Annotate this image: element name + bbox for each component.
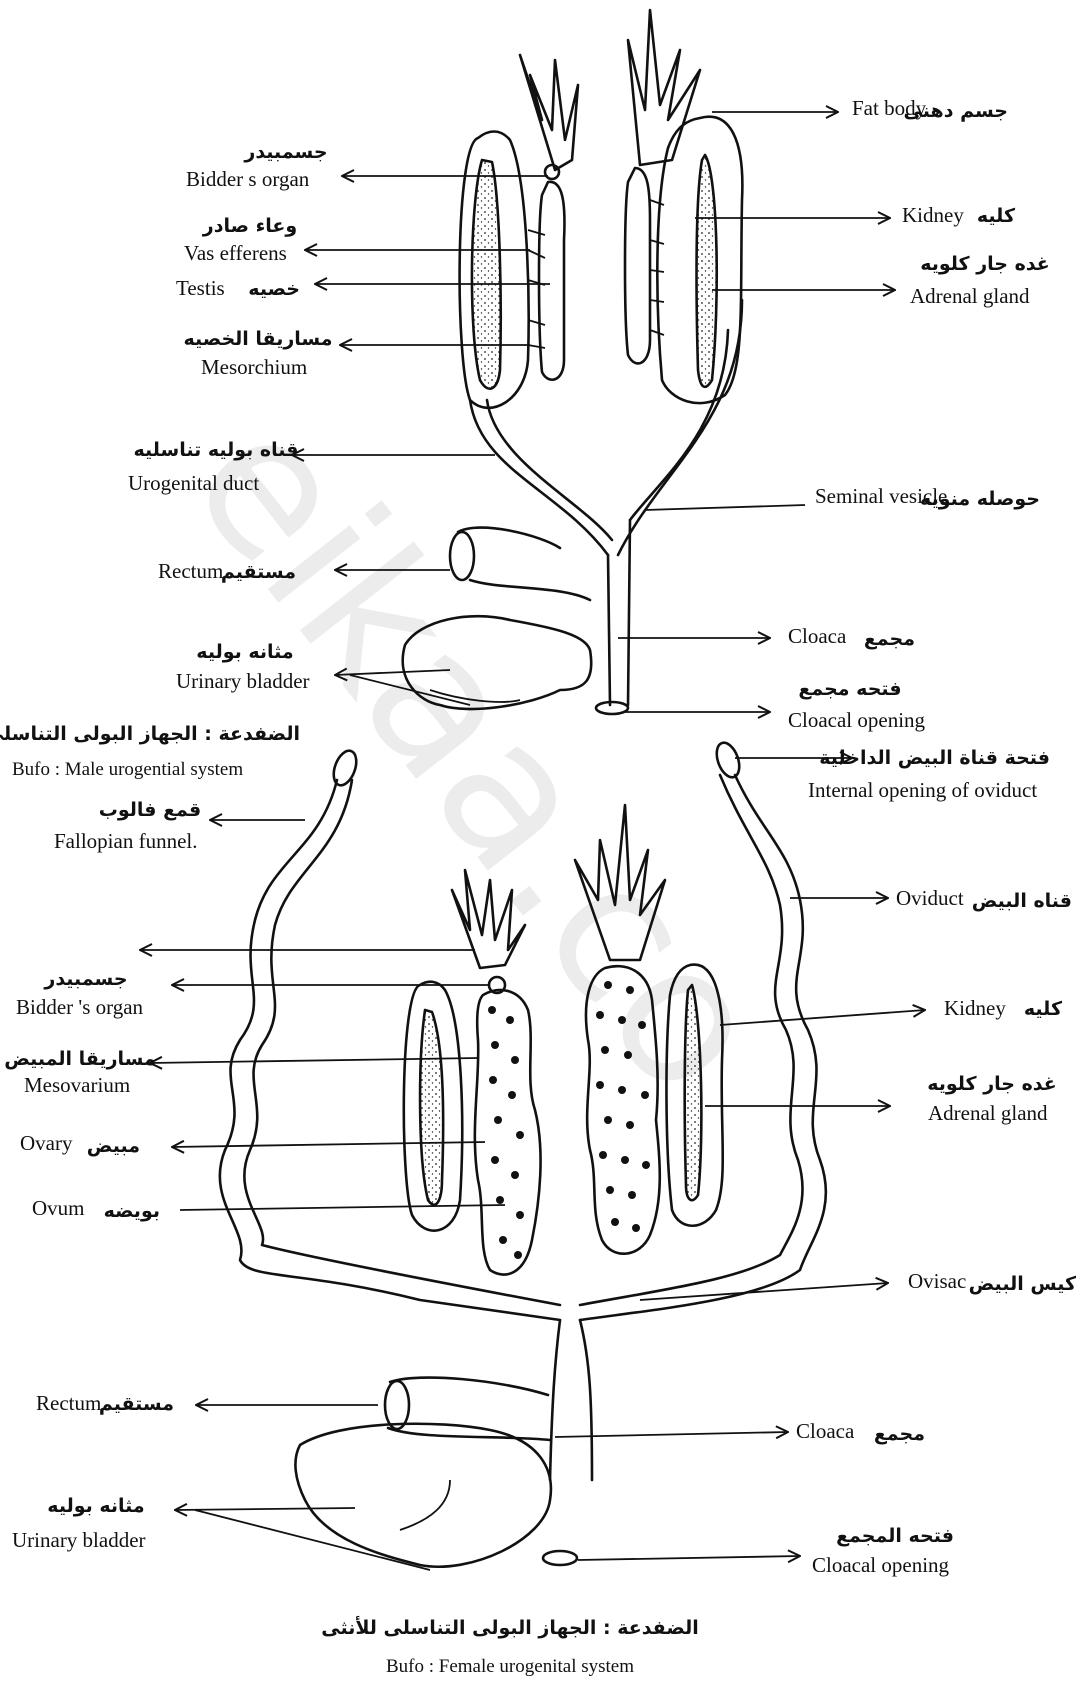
label-adrenal-f-en: Adrenal gland [928,1101,1048,1125]
label-ovary-ar: مبيض [87,1135,140,1157]
male-testis-right [625,168,650,363]
male-urogenital-duct-right [618,300,742,555]
label-cloaca-m-ar: مجمع [864,628,915,650]
label-rectum-m-en: Rectum [158,559,223,583]
label-vas-efferens-ar: وعاء صادر [202,215,297,237]
label-bladder-m-ar: مثانه بوليه [196,641,293,663]
label-fallopian-funnel-en: Fallopian funnel. [54,829,197,853]
male-fat-body-right [628,10,700,165]
label-bidders-organ-m-en: Bidder s organ [186,167,310,191]
label-cloacal-opening-f-ar: فتحه المجمع [836,1525,954,1547]
female-caption-ar: الضفدعة : الجهاز البولى التناسلى للأنثى [321,1616,698,1639]
label-internal-opening-ar: فتحة قناة البيض الداخلية [819,747,1050,769]
label-rectum-f-ar: مستقيم [99,1393,174,1415]
female-caption-en: Bufo : Female urogenital system [386,1656,634,1677]
label-ovisac-ar: كيس البيض [969,1273,1076,1295]
male-testis-left [539,182,564,380]
label-seminal-vesicle-ar: حوصله منويه [920,488,1040,510]
leader-cloaca-f [555,1432,788,1437]
label-mesovarium-en: Mesovarium [24,1073,130,1097]
label-kidney-m-ar: كليه [977,205,1016,227]
label-mesorchium-ar: مساريقا الخصيه [183,328,332,350]
leader-cloacal-opening-f [578,1556,800,1560]
leader-seminal-vesicle [645,505,805,510]
female-cloaca [550,1320,592,1480]
label-testis-m-en: Testis [176,276,225,300]
label-oviduct-en: Oviduct [896,886,964,910]
female-bladder-fold [400,1480,450,1530]
male-cloaca [608,520,630,705]
label-testis-m-ar: خصيه [248,278,300,300]
label-urogenital-duct-en: Urogenital duct [128,471,259,495]
male-vas-efferens-left [528,230,545,348]
male-adrenal-right [697,155,717,387]
label-bidders-organ-f-en: Bidder 's organ [16,995,144,1019]
leader-ovisac [640,1283,888,1300]
label-ovum-ar: بويضه [104,1200,160,1222]
label-cloaca-m-en: Cloaca [788,624,847,648]
label-cloacal-opening-f-en: Cloacal opening [812,1553,950,1577]
label-bladder-f-en: Urinary bladder [12,1528,146,1552]
male-urogenital-duct-left-inner [487,400,612,540]
male-caption-en: Bufo : Male urogential system [12,759,243,780]
leader-ovum [180,1205,505,1210]
label-bladder-f-ar: مثانه بوليه [47,1495,144,1517]
label-adrenal-m-en: Adrenal gland [910,284,1030,308]
label-rectum-f-en: Rectum [36,1391,101,1415]
female-rectum [388,1378,550,1440]
leader-bladder-f2 [195,1510,430,1570]
male-adrenal-left [472,160,501,389]
label-kidney-m-en: Kidney [902,203,964,227]
female-fallopian-funnel-right [712,740,743,781]
label-ovary-en: Ovary [20,1131,73,1155]
label-mesorchium-en: Mesorchium [201,355,307,379]
female-adrenal-left [420,1010,443,1205]
label-internal-opening-en: Internal opening of oviduct [808,778,1037,802]
male-fat-body-left [520,55,578,170]
female-ova-left [488,1006,524,1259]
label-cloacal-opening-m-ar: فتحه مجمع [798,678,901,700]
label-cloaca-f-en: Cloaca [796,1419,855,1443]
leader-bladder-f1 [175,1508,355,1510]
label-bidders-organ-m-ar: جسمبيدر [243,141,327,163]
label-mesovarium-ar: مساريقا المبيض [4,1048,156,1070]
label-bladder-m-en: Urinary bladder [176,669,310,693]
label-cloaca-f-ar: مجمع [874,1423,925,1445]
label-kidney-f-en: Kidney [944,996,1006,1020]
label-ovum-en: Ovum [32,1196,85,1220]
female-ovary-left [475,990,541,1275]
female-rectum-opening [385,1381,409,1429]
male-caption-ar: الضفدعة : الجهاز البولى التناسلى للذكر [0,723,300,745]
label-fat-body-ar: جسم دهنى [904,100,1008,122]
label-vas-efferens-en: Vas efferens [184,241,287,265]
label-urogenital-duct-ar: قناه بوليه تناسليه [134,439,299,461]
label-bidders-organ-f-ar: جسمبيدر [43,968,127,990]
female-cloacal-opening [543,1551,577,1565]
label-rectum-m-ar: مستقيم [221,561,296,583]
label-oviduct-ar: قناه البيض [972,890,1072,912]
label-ovisac-en: Ovisac [908,1269,966,1293]
label-kidney-f-ar: كليه [1024,998,1063,1020]
label-adrenal-f-ar: غده جار كلويه [927,1073,1057,1095]
label-adrenal-m-ar: غده جار كلويه [920,253,1050,275]
label-cloacal-opening-m-en: Cloacal opening [788,708,926,732]
male-cloacal-opening [596,702,628,714]
label-fallopian-funnel-ar: قمع فالوب [99,799,202,821]
